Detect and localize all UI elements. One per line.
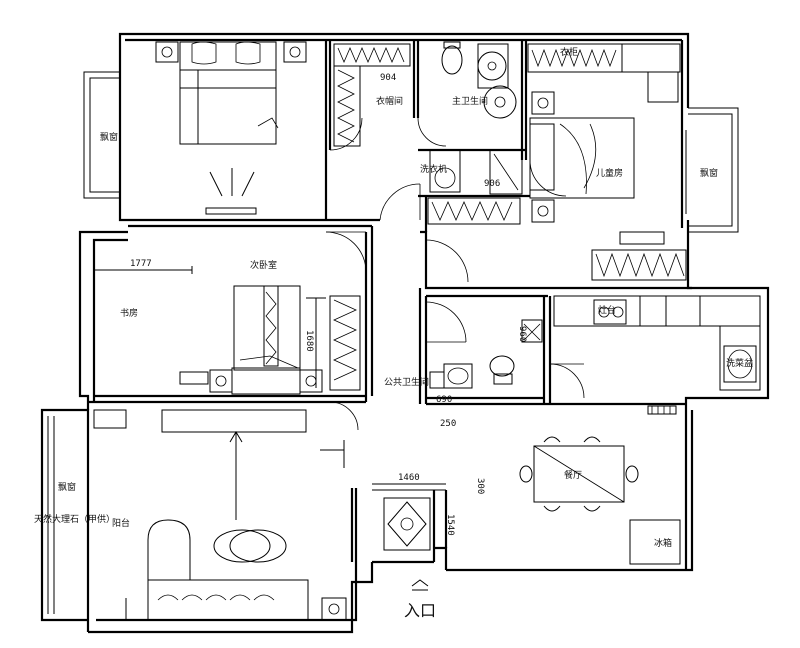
dim-904: 904 — [380, 73, 396, 83]
label-study: 书房 — [120, 307, 138, 319]
label-living-room: 阳台 — [112, 517, 130, 529]
exterior-walls — [40, 32, 770, 634]
label-wardrobe-room: 衣帽间 — [376, 95, 403, 107]
label-bay-window-left: 飘窗 — [100, 131, 118, 143]
wardrobe-room — [333, 43, 411, 147]
dining-area — [519, 405, 681, 565]
dim-690: 690 — [436, 395, 452, 405]
label-dining-room: 餐厅 — [564, 469, 582, 481]
dim-1680: 1680 — [304, 330, 314, 352]
dim-906: 906 — [484, 179, 500, 189]
dim-250: 250 — [440, 419, 456, 429]
dim-1460: 1460 — [398, 473, 420, 483]
kids-room — [427, 43, 687, 281]
living-area — [93, 409, 347, 621]
label-entrance: 入口 — [404, 601, 436, 620]
label-public-bath: 公共卫生间 — [384, 376, 429, 388]
dim-1777: 1777 — [130, 259, 152, 269]
label-kids-wardrobe: 衣柜 — [560, 46, 578, 58]
dim-300: 300 — [475, 478, 485, 494]
dimension-labels: 904 906 1777 1680 960 690 250 1460 300 1… — [130, 73, 527, 536]
dim-960: 960 — [517, 326, 527, 342]
label-balcony-note: 天然大理石（甲供） — [34, 513, 115, 525]
label-bay-window-right: 飘窗 — [700, 167, 718, 179]
interior-walls — [88, 40, 686, 564]
label-stove: 灶台 — [598, 304, 616, 316]
door-swings — [325, 117, 585, 431]
label-living-bay: 飘窗 — [58, 481, 76, 493]
label-kids-room: 儿童房 — [596, 167, 623, 179]
kitchen — [553, 295, 761, 391]
entry-foyer — [320, 440, 431, 591]
label-guest-room: 次卧室 — [250, 259, 277, 271]
label-kitchen-sink: 洗菜盆 — [726, 357, 753, 369]
guest-room — [93, 266, 361, 395]
label-washer: 洗衣机 — [420, 163, 447, 175]
master-bath — [429, 41, 523, 195]
label-master-bath: 主卫生间 — [452, 95, 488, 107]
public-bath — [429, 319, 543, 389]
label-fridge: 冰箱 — [654, 537, 672, 549]
dim-1540: 1540 — [445, 514, 455, 536]
master-bedroom — [155, 41, 307, 215]
room-labels: 飘窗 衣帽间 主卫生间 儿童房 飘窗 衣柜 书房 次卧室 洗衣机 公共卫生间 飘… — [34, 46, 753, 620]
